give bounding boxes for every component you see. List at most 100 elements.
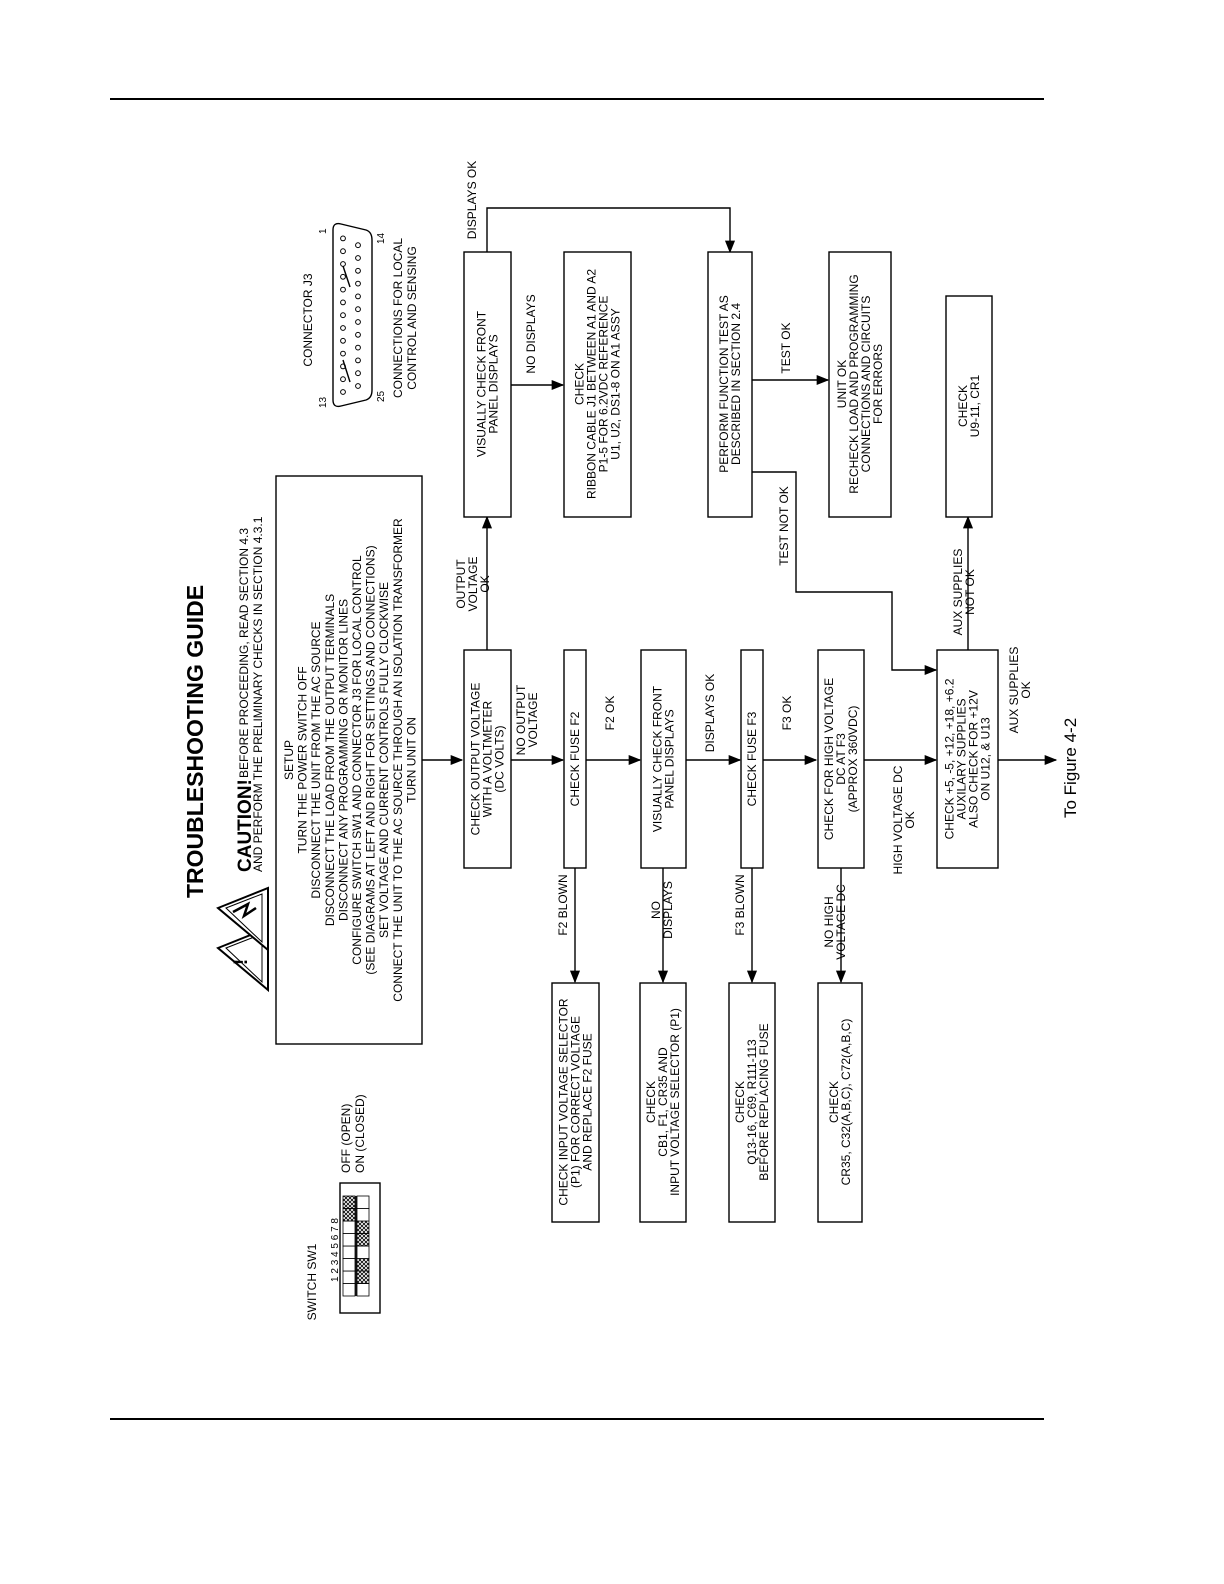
- connector-pin-13: 13: [318, 396, 329, 408]
- box-text-line: CHECK +5, -5, +12, +18, +6.2: [943, 678, 957, 839]
- svg-text:!: !: [231, 959, 252, 965]
- connector-pin: [355, 357, 361, 364]
- connector-pin: [355, 344, 361, 351]
- connector-pin: [355, 255, 361, 261]
- connector-pin: [355, 370, 361, 377]
- setup-line: SET VOLTAGE AND CURRENT CONTROLS FULLY C…: [377, 582, 391, 938]
- box-check-u9: [945, 295, 993, 518]
- box-text-line: PERFORM FUNCTION TEST AS: [717, 295, 731, 473]
- box-text-line: Q13-16, C69, R111-113: [745, 1039, 759, 1165]
- edge-label: TEST OK: [779, 322, 793, 373]
- box-check-hv: [817, 649, 865, 869]
- box-text-line: AUXILARY SUPPLIES: [955, 699, 969, 820]
- box-text-line: P1-5 FOR 6.2VDC REFERENCE: [597, 296, 611, 473]
- box-text-line: U9-11, CR1: [968, 374, 982, 437]
- connector-j3-label: CONNECTOR J3: [301, 273, 315, 366]
- box-text-line: U1, U2, DS1-8 ON A1 ASSY: [609, 308, 623, 459]
- setup-line: CONFIGURE SWITCH SW1 AND CONNECTOR J3 FO…: [350, 555, 364, 965]
- switch-sw1-label: SWITCH SW1: [305, 1243, 319, 1320]
- caution-icon: !: [216, 926, 269, 993]
- switch-cell: [356, 1208, 370, 1222]
- connector-pin: [340, 312, 346, 319]
- switch-sw1-diagram: [339, 1182, 381, 1314]
- connector-pin-14: 14: [376, 232, 387, 244]
- box-text-line: CHECK OUTPUT VOLTAGE: [469, 683, 483, 836]
- box-text-line: CHECK FOR HIGH VOLTAGE: [822, 678, 836, 840]
- box-text-line: FOR ERRORS: [871, 344, 885, 424]
- edge-label: OK: [903, 811, 917, 828]
- edge-label: OUTPUT: [454, 559, 468, 609]
- connector-caption-2: CONTROL AND SENSING: [405, 246, 419, 390]
- caution-line-2: AND PERFORM THE PRELIMINARY CHECKS IN SE…: [251, 516, 265, 872]
- edge-label: NOT OK: [963, 569, 977, 615]
- connector-pin: [340, 299, 346, 306]
- box-check-ribbon: [563, 251, 632, 518]
- box-text-line: CONNECTIONS AND CIRCUITS: [859, 296, 873, 473]
- setup-line: CONNECT THE UNIT TO THE AC SOURCE THROUG…: [391, 518, 405, 1002]
- connector-pin: [340, 261, 346, 267]
- connector-pin: [355, 306, 361, 313]
- edge-label: VOLTAGE DC: [834, 884, 848, 960]
- edge-label: VOLTAGE: [526, 693, 540, 748]
- setup-line: TURN UNIT ON: [404, 717, 418, 803]
- switch-cell: [342, 1208, 356, 1222]
- connector-pin: [340, 350, 346, 357]
- edge-label: HIGH VOLTAGE DC: [891, 765, 905, 874]
- connector-pin: [355, 280, 361, 287]
- edge-label: DISPLAYS OK: [465, 161, 479, 239]
- switch-cell: [342, 1258, 356, 1272]
- box-visual-check-1: [640, 649, 687, 869]
- switch-cell: [356, 1283, 370, 1297]
- box-check-output: [463, 649, 512, 869]
- edge-label: DISPLAYS OK: [703, 674, 717, 752]
- edge-label: DISPLAYS: [661, 881, 675, 939]
- connector-pin: [340, 235, 346, 242]
- connector-pin: [355, 383, 361, 389]
- setup-line: TURN THE POWER SWITCH OFF: [296, 666, 310, 853]
- switch-off-label: OFF (OPEN): [339, 1104, 353, 1173]
- box-text-line: (P1) FOR CORRECT VOLTAGE: [569, 1016, 583, 1188]
- connector-pin: [355, 267, 361, 274]
- setup-line: (SEE DIAGRAMS AT LEFT AND RIGHT FOR SETT…: [364, 545, 378, 974]
- connector-pin: [340, 389, 346, 395]
- box-text-line: PANEL DISPLAYS: [487, 334, 501, 433]
- edge-label: VOLTAGE: [466, 557, 480, 612]
- edge-label: OK: [1019, 681, 1033, 698]
- box-text-line: PANEL DISPLAYS: [663, 709, 677, 808]
- edge-label: AUX SUPPLIES: [951, 549, 965, 636]
- edge-label: TEST NOT OK: [777, 486, 791, 566]
- box-check-f3: [740, 649, 764, 869]
- connector-pin: [340, 273, 346, 280]
- edge-label: F2 BLOWN: [556, 874, 570, 935]
- switch-on-label: ON (CLOSED): [353, 1094, 367, 1173]
- caution-label: CAUTION!: [235, 779, 256, 872]
- setup-line: DISCONNECT THE UNIT FROM THE AC SOURCE: [309, 621, 323, 898]
- connector-pin: [355, 331, 361, 338]
- box-check-q13: [728, 982, 776, 1223]
- top-rule: [110, 98, 1044, 100]
- bottom-rule: [110, 1418, 1044, 1420]
- caution-line-1: BEFORE PROCEEDING, READ SECTION 4.3: [237, 528, 251, 778]
- switch-cell: [342, 1245, 356, 1259]
- box-text-line: INPUT VOLTAGE SELECTOR (P1): [668, 1008, 682, 1196]
- box-text-line: (APPROX 360VDC): [846, 706, 860, 813]
- connector-pin-1: 1: [318, 228, 329, 234]
- box-text-line: (DC VOLTS): [493, 725, 507, 792]
- flow-connectors: [422, 207, 1058, 984]
- box-text-line: ON U12, & U13: [979, 717, 993, 801]
- box-unit-ok: [828, 251, 892, 518]
- switch-cell: [342, 1270, 356, 1284]
- edge-label: AUX SUPPLIES: [1007, 647, 1021, 734]
- switch-cell: [356, 1270, 370, 1284]
- switch-sw1-numbers: 1 2 3 4 5 6 7 8: [330, 1218, 341, 1282]
- box-visual-check-2: [463, 251, 512, 518]
- switch-cell: [342, 1195, 356, 1209]
- box-text-line: WITH A VOLTMETER: [481, 700, 495, 817]
- box-text-line: CHECK: [733, 1081, 747, 1123]
- box-text-line: CHECK: [956, 385, 970, 427]
- high-voltage-icon: [216, 886, 269, 953]
- connector-pin: [355, 319, 361, 325]
- edge-label: NO: [649, 901, 663, 919]
